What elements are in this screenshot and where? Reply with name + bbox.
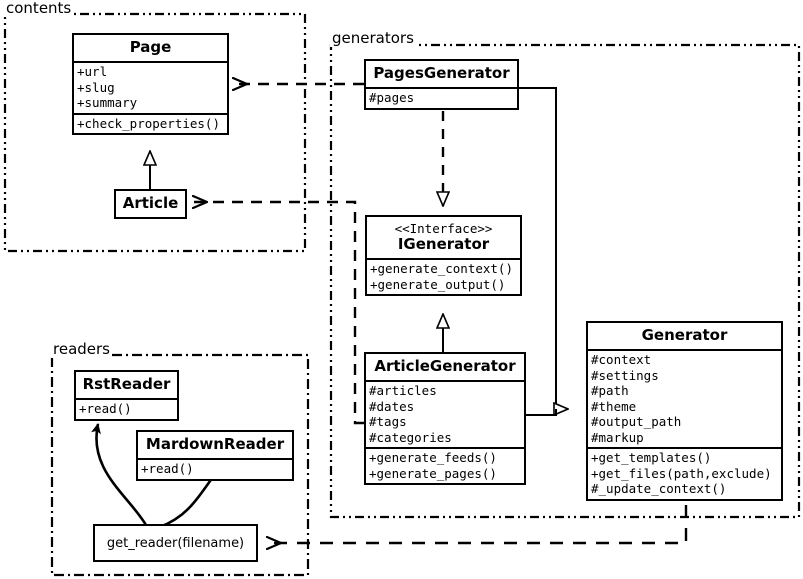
class-page-operations: +check_properties() bbox=[74, 112, 227, 134]
class-mardownreader-title: MardownReader bbox=[145, 435, 285, 453]
class-page[interactable]: Page +url +slug +summary +check_properti… bbox=[72, 33, 229, 136]
class-rstreader[interactable]: RstReader +read() bbox=[74, 370, 179, 421]
attribute: #articles bbox=[369, 383, 437, 399]
operation: #_update_context() bbox=[591, 481, 727, 497]
package-border-readers bbox=[50, 353, 310, 577]
generalization-articlegenerator-generator bbox=[525, 409, 557, 416]
attribute: #pages bbox=[369, 90, 415, 106]
class-igenerator-stereotype: <<Interface>> bbox=[394, 221, 493, 236]
class-generator-title: Generator bbox=[641, 326, 728, 344]
class-igenerator-title: <<Interface>> IGenerator bbox=[367, 217, 520, 258]
operation: +read() bbox=[79, 401, 132, 417]
attribute: #dates bbox=[369, 398, 415, 414]
generalization-pagesgenerator-generator bbox=[519, 87, 568, 409]
class-igenerator[interactable]: <<Interface>> IGenerator +generate_conte… bbox=[365, 215, 522, 297]
attribute: #path bbox=[591, 383, 629, 399]
attribute: #categories bbox=[369, 429, 452, 445]
dependency-articlegenerator-article bbox=[194, 202, 364, 425]
attribute: #output_path bbox=[591, 414, 682, 430]
class-rstreader-title: RstReader bbox=[82, 375, 171, 393]
operation: +read() bbox=[141, 461, 194, 477]
class-articlegenerator-attributes: #articles #dates #tags #categories bbox=[366, 380, 524, 447]
operation: +generate_context() bbox=[370, 261, 513, 277]
class-rstreader-operations: +read() bbox=[76, 398, 177, 419]
attribute: +url bbox=[77, 64, 108, 80]
package-border-generators bbox=[329, 43, 801, 519]
attribute: +summary bbox=[77, 95, 138, 111]
class-generator-attributes: #context #settings #path #theme #output_… bbox=[588, 349, 781, 447]
class-articlegenerator-operations: +generate_feeds() +generate_pages() bbox=[366, 447, 524, 483]
operation: +generate_output() bbox=[370, 276, 506, 292]
class-articlegenerator-title: ArticleGenerator bbox=[374, 357, 516, 375]
dependency-generator-get_reader bbox=[268, 505, 688, 543]
operation: +get_templates() bbox=[591, 450, 712, 466]
class-page-attributes: +url +slug +summary bbox=[74, 61, 227, 113]
class-article[interactable]: Article bbox=[114, 189, 187, 220]
operation: +check_properties() bbox=[77, 115, 220, 131]
class-pagesgenerator-attributes: #pages bbox=[366, 87, 517, 108]
attribute: #settings bbox=[591, 367, 659, 383]
attribute: #theme bbox=[591, 398, 637, 414]
creates-get_reader-rstreader bbox=[91, 423, 148, 526]
class-pagesgenerator-title: PagesGenerator bbox=[373, 64, 510, 82]
operation: +get_files(path,exclude) bbox=[591, 465, 772, 481]
attribute: +slug bbox=[77, 79, 115, 95]
attribute: #tags bbox=[369, 414, 407, 430]
attribute: #context bbox=[591, 352, 652, 368]
class-pagesgenerator[interactable]: PagesGenerator #pages bbox=[364, 59, 519, 110]
attribute: #markup bbox=[591, 429, 644, 445]
package-label-generators: generators bbox=[330, 29, 416, 47]
package-label-contents: contents bbox=[4, 0, 74, 17]
class-article-title: Article bbox=[122, 194, 179, 212]
class-mardownreader-operations: +read() bbox=[138, 458, 292, 479]
class-generator[interactable]: Generator #context #settings #path #them… bbox=[586, 321, 783, 501]
class-page-title: Page bbox=[129, 38, 172, 56]
class-generator-operations: +get_templates() +get_files(path,exclude… bbox=[588, 447, 781, 499]
class-igenerator-operations: +generate_context() +generate_output() bbox=[367, 258, 520, 294]
operation: +generate_feeds() bbox=[369, 450, 497, 466]
package-border-contents bbox=[3, 12, 307, 253]
operation: +generate_pages() bbox=[369, 465, 497, 481]
class-mardownreader[interactable]: MardownReader +read() bbox=[136, 430, 294, 481]
class-igenerator-name: IGenerator bbox=[397, 235, 490, 253]
package-label-readers: readers bbox=[51, 340, 112, 358]
class-articlegenerator[interactable]: ArticleGenerator #articles #dates #tags … bbox=[364, 352, 526, 486]
function-get-reader[interactable]: get_reader(filename) bbox=[93, 524, 258, 562]
